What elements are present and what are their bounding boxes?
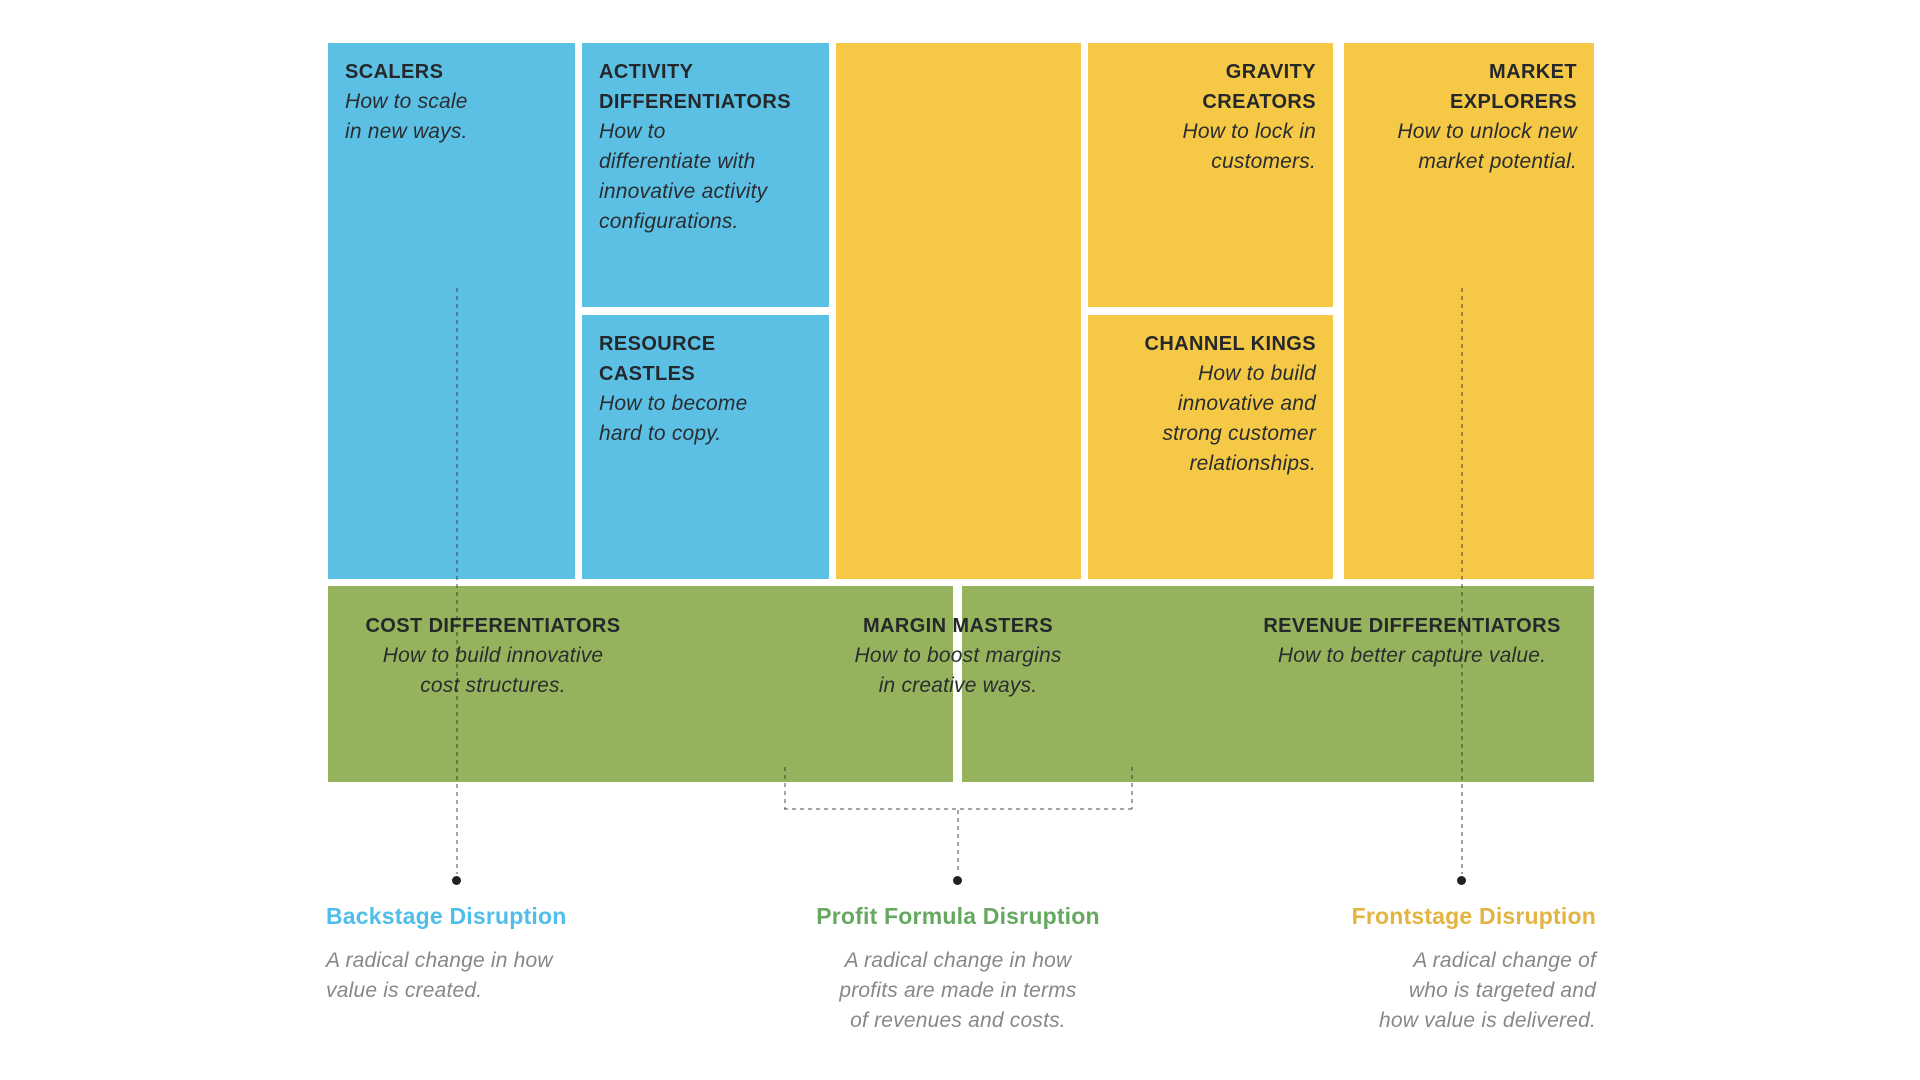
legend-frontstage-title: Frontstage Disruption xyxy=(1351,903,1596,929)
block-margin-masters-body: How to boost margins in creative ways. xyxy=(854,644,1062,697)
connector-line-frontstage xyxy=(1461,288,1463,874)
block-revenue-differentiators: REVENUE DIFFERENTIATORS How to better ca… xyxy=(1232,611,1592,671)
connector-line-backstage xyxy=(456,288,458,874)
box-market-explorers-body: How to unlock new market potential. xyxy=(1397,120,1577,173)
box-value-proposition-empty xyxy=(836,43,1081,579)
box-resource-castles: RESOURCE CASTLES How to become hard to c… xyxy=(582,315,829,579)
box-scalers-title: SCALERS xyxy=(345,61,444,83)
legend-profit-body: A radical change in how profits are made… xyxy=(839,949,1077,1032)
bracket-horizontal-line xyxy=(784,808,1133,810)
block-margin-masters: MARGIN MASTERS How to boost margins in c… xyxy=(793,611,1123,701)
block-cost-differentiators-title: COST DIFFERENTIATORS xyxy=(365,615,621,637)
connector-dot-profit xyxy=(953,876,962,885)
box-channel-kings-title: CHANNEL KINGS xyxy=(1144,333,1316,355)
box-scalers-body: How to scale in new ways. xyxy=(345,90,468,143)
box-channel-kings-body: How to build innovative and strong custo… xyxy=(1162,362,1316,475)
connector-dot-backstage xyxy=(452,876,461,885)
legend-frontstage-disruption: Frontstage Disruption A radical change o… xyxy=(1236,902,1596,1036)
box-activity-differentiators-body: How to differentiate with innovative act… xyxy=(599,120,768,233)
box-gravity-creators: GRAVITY CREATORS How to lock in customer… xyxy=(1088,43,1333,307)
block-revenue-differentiators-body: How to better capture value. xyxy=(1277,644,1547,667)
profit-row-left-slab xyxy=(328,586,953,782)
legend-profit-title: Profit Formula Disruption xyxy=(816,903,1100,929)
box-channel-kings: CHANNEL KINGS How to build innovative an… xyxy=(1088,315,1333,579)
box-activity-differentiators-title: ACTIVITY DIFFERENTIATORS xyxy=(599,61,791,113)
box-market-explorers-title: MARKET EXPLORERS xyxy=(1450,61,1577,113)
bracket-right-riser xyxy=(1131,767,1133,809)
box-gravity-creators-title: GRAVITY CREATORS xyxy=(1202,61,1316,113)
box-resource-castles-body: How to become hard to copy. xyxy=(599,392,748,445)
connector-dot-frontstage xyxy=(1457,876,1466,885)
box-market-explorers: MARKET EXPLORERS How to unlock new marke… xyxy=(1344,43,1594,579)
legend-profit-formula-disruption: Profit Formula Disruption A radical chan… xyxy=(778,902,1138,1036)
block-revenue-differentiators-title: REVENUE DIFFERENTIATORS xyxy=(1263,615,1561,637)
box-resource-castles-title: RESOURCE CASTLES xyxy=(599,333,716,385)
block-cost-differentiators-body: How to build innovative cost structures. xyxy=(382,644,604,697)
legend-backstage-title: Backstage Disruption xyxy=(326,903,567,929)
legend-backstage-body: A radical change in how value is created… xyxy=(326,949,553,1002)
box-gravity-creators-body: How to lock in customers. xyxy=(1182,120,1316,173)
bracket-left-riser xyxy=(784,767,786,809)
legend-frontstage-body: A radical change of who is targeted and … xyxy=(1378,949,1596,1032)
connector-line-profit xyxy=(957,810,959,872)
box-activity-differentiators: ACTIVITY DIFFERENTIATORS How to differen… xyxy=(582,43,829,307)
block-cost-differentiators: COST DIFFERENTIATORS How to build innova… xyxy=(328,611,658,701)
profit-row-right-slab xyxy=(962,586,1594,782)
legend-backstage-disruption: Backstage Disruption A radical change in… xyxy=(326,902,686,1006)
box-scalers: SCALERS How to scale in new ways. xyxy=(328,43,575,579)
block-margin-masters-title: MARGIN MASTERS xyxy=(862,615,1054,637)
